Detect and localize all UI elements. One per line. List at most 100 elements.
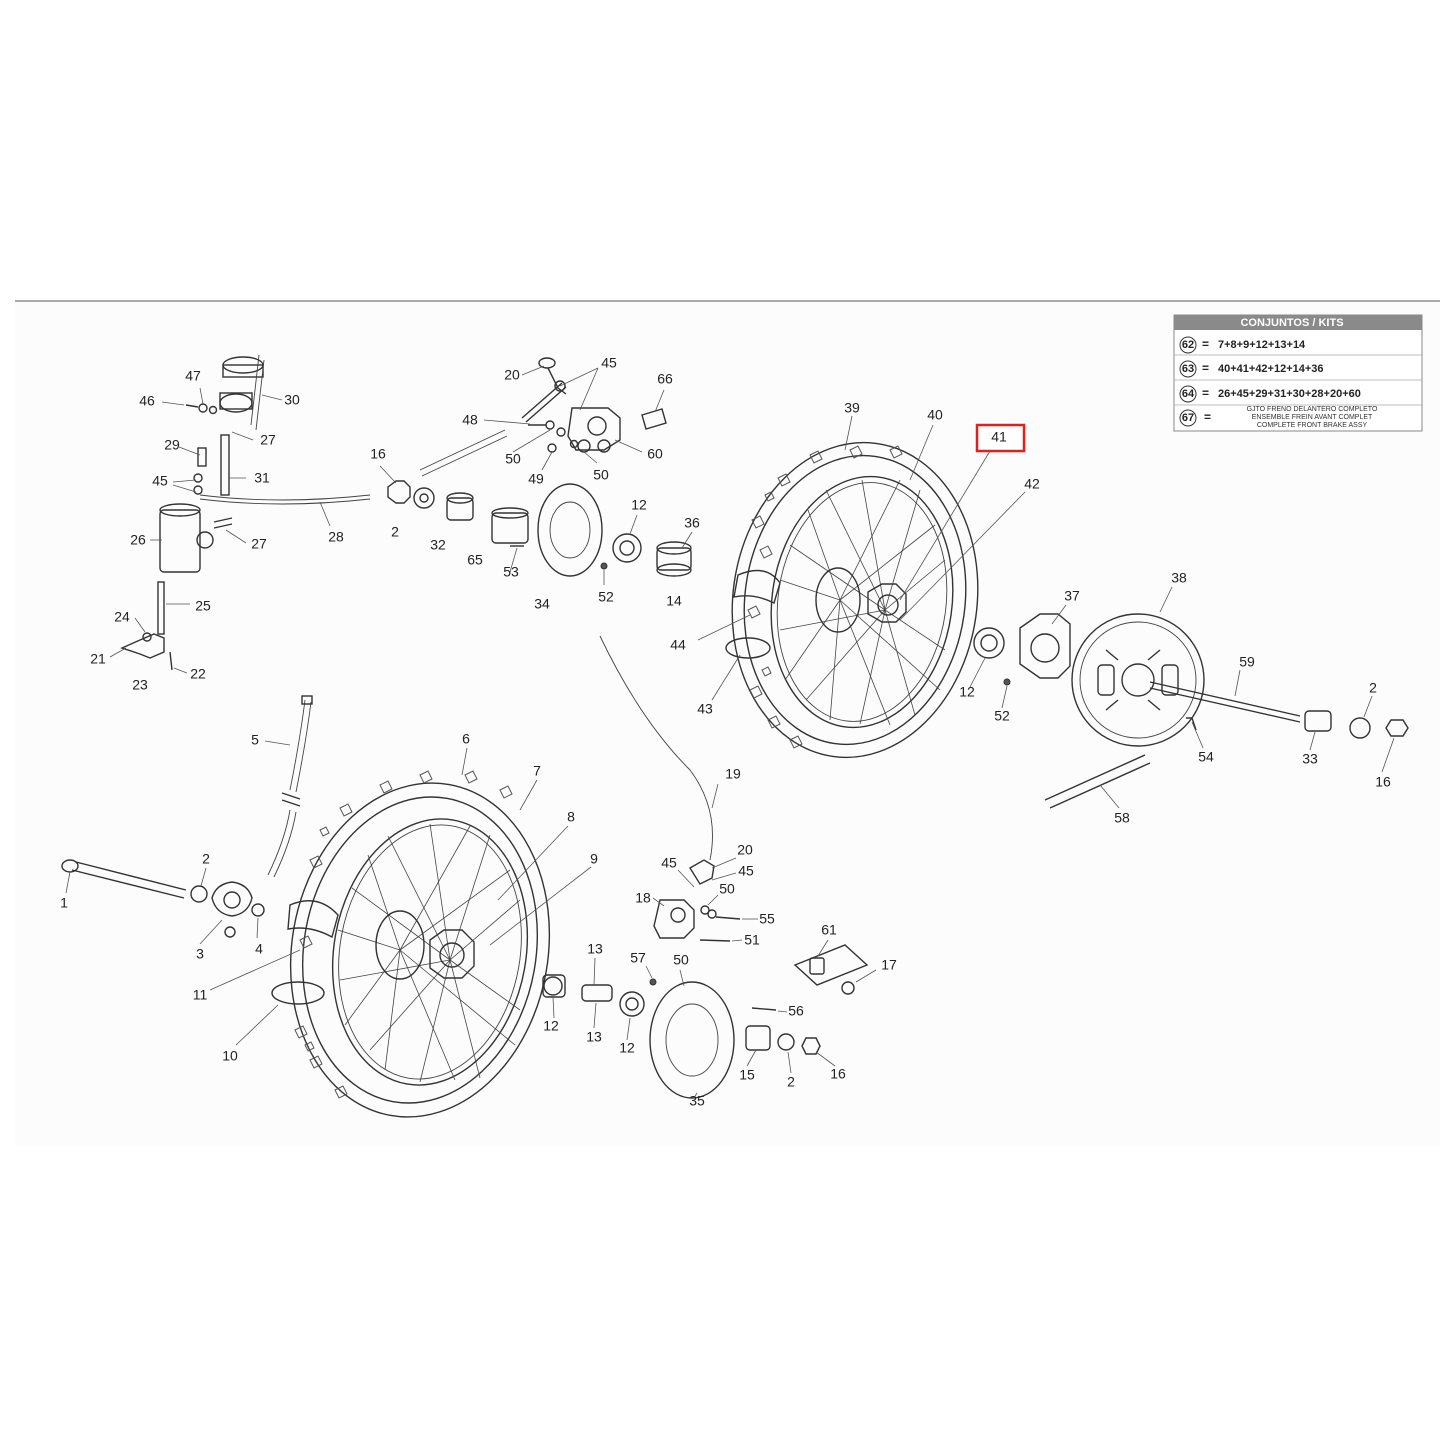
front-caliper-group <box>419 357 667 477</box>
callout-30: 30 <box>284 392 300 408</box>
callout-39: 39 <box>844 400 860 416</box>
callout-50b: 50 <box>593 467 609 483</box>
callout-54: 54 <box>1198 749 1214 765</box>
callout-49: 49 <box>528 471 544 487</box>
front-axle-stack <box>387 480 692 577</box>
callout-53: 53 <box>503 564 519 580</box>
callout-46: 46 <box>139 393 155 409</box>
callout-6: 6 <box>462 731 470 747</box>
rear-wheel-assembly <box>725 441 979 759</box>
rear-brake-parts <box>542 859 869 1099</box>
callout-8: 8 <box>567 809 575 825</box>
callout-11: 11 <box>193 987 208 1003</box>
callout-27b: 27 <box>251 536 267 552</box>
callout-16: 16 <box>830 1066 846 1082</box>
kit-formula: 40+41+42+12+14+36 <box>1218 363 1324 375</box>
callout-13: 13 <box>587 941 603 957</box>
callout-26: 26 <box>130 532 146 548</box>
kit-equals: = <box>1202 337 1209 351</box>
callout-50: 50 <box>719 881 735 897</box>
callout-13b: 13 <box>586 1029 602 1045</box>
kits-table: CONJUNTOS / KITS 62 = 7+8+9+12+13+14 63 … <box>1173 314 1423 432</box>
callout-12: 12 <box>543 1018 559 1034</box>
callout-45b: 45 <box>738 863 754 879</box>
callout-3: 3 <box>196 946 204 962</box>
callout-60: 60 <box>647 446 663 462</box>
callout-22: 22 <box>190 666 206 682</box>
callout-23: 23 <box>132 677 148 693</box>
front-wheel-assembly <box>267 695 551 1118</box>
callout-16: 16 <box>370 446 386 462</box>
callout-45: 45 <box>152 473 168 489</box>
callout-20: 20 <box>737 842 753 858</box>
callout-44: 44 <box>670 637 686 653</box>
callout-31: 31 <box>254 470 270 486</box>
callout-47: 47 <box>185 368 201 384</box>
kit-number: 67 <box>1182 412 1194 424</box>
callout-42: 42 <box>1024 476 1040 492</box>
kit-formula: 26+45+29+31+30+28+20+60 <box>1218 388 1361 400</box>
callout-32: 32 <box>430 537 446 553</box>
kit-description-en: COMPLETE FRONT BRAKE ASSY <box>1257 422 1368 429</box>
callout-65: 65 <box>467 552 483 568</box>
callout-37: 37 <box>1064 588 1080 604</box>
highlight-box <box>975 423 1026 453</box>
callout-56: 56 <box>788 1003 804 1019</box>
kit-number: 63 <box>1182 363 1194 375</box>
callout-labels: 47 46 30 27 29 31 45 26 27 28 25 24 21 2… <box>60 355 1391 1109</box>
callout-50c: 50 <box>673 952 689 968</box>
highlight-callout: 41 <box>975 423 1026 453</box>
callout-38: 38 <box>1171 570 1187 586</box>
callout-55: 55 <box>759 911 775 927</box>
callout-10: 10 <box>222 1048 238 1064</box>
master-cylinder-group <box>120 354 371 671</box>
callout-2: 2 <box>391 524 399 540</box>
callout-21: 21 <box>90 651 106 667</box>
callout-45: 45 <box>661 855 677 871</box>
callout-45: 45 <box>601 355 617 371</box>
kit-badge <box>1179 360 1197 378</box>
callout-61: 61 <box>821 922 837 938</box>
callout-9: 9 <box>590 851 598 867</box>
callout-33: 33 <box>1302 751 1318 767</box>
callout-25: 25 <box>195 598 211 614</box>
callout-12: 12 <box>631 497 647 513</box>
kit-equals: = <box>1204 410 1211 424</box>
highlight-label: 41 <box>991 429 1007 445</box>
callout-2: 2 <box>202 851 210 867</box>
kit-badge <box>1179 336 1197 354</box>
callout-50: 50 <box>505 451 521 467</box>
kits-title: CONJUNTOS / KITS <box>1240 317 1343 329</box>
callout-16: 16 <box>1375 774 1391 790</box>
kit-number: 62 <box>1182 339 1194 351</box>
callout-51: 51 <box>744 932 760 948</box>
kit-badge <box>1179 409 1197 427</box>
callout-27: 27 <box>260 432 276 448</box>
callout-2: 2 <box>787 1074 795 1090</box>
callout-59: 59 <box>1239 654 1255 670</box>
callout-24: 24 <box>114 609 130 625</box>
callout-19: 19 <box>725 766 741 782</box>
callout-34: 34 <box>534 596 550 612</box>
callout-29: 29 <box>164 437 180 453</box>
callout-20: 20 <box>504 367 520 383</box>
callout-17: 17 <box>881 957 897 973</box>
callout-28: 28 <box>328 529 344 545</box>
kit-badge <box>1179 385 1197 403</box>
callout-4: 4 <box>255 941 263 957</box>
callout-15: 15 <box>739 1067 755 1083</box>
callout-12b: 12 <box>619 1040 635 1056</box>
front-axle-parts <box>61 859 265 938</box>
callout-58: 58 <box>1114 810 1130 826</box>
callout-2: 2 <box>1369 680 1377 696</box>
callout-7: 7 <box>533 763 541 779</box>
callout-14: 14 <box>666 593 682 609</box>
callout-18: 18 <box>635 890 651 906</box>
leader-lines <box>65 365 1395 1099</box>
brake-hose <box>599 635 713 861</box>
kit-equals: = <box>1202 386 1209 400</box>
callout-35: 35 <box>689 1093 705 1109</box>
kit-description-fr: ENSEMBLE FREIN AVANT COMPLET <box>1252 414 1373 421</box>
callout-1: 1 <box>60 895 68 911</box>
